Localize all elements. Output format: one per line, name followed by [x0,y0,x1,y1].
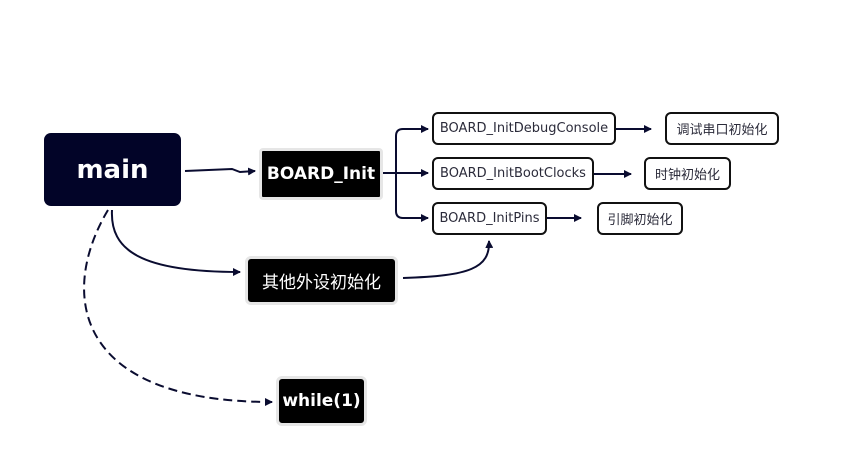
node-while-loop-label: while(1) [282,391,361,411]
node-init-pins-desc[interactable]: 引脚初始化 [597,202,683,235]
edge-main-to-other-init [110,209,241,276]
node-other-init[interactable]: 其他外设初始化 [245,256,398,305]
node-init-pins-desc-label: 引脚初始化 [607,213,673,228]
node-debug-console-desc[interactable]: 调试串口初始化 [665,112,779,145]
node-boot-clocks-desc-label: 时钟初始化 [654,168,720,183]
node-debug-console-label: BOARD_InitDebugConsole [439,121,609,136]
node-board-init-label: BOARD_Init [266,164,376,184]
edge-main-to-while [83,209,273,406]
node-while-loop[interactable]: while(1) [276,376,367,426]
node-boot-clocks-desc[interactable]: 时钟初始化 [644,157,731,190]
node-main[interactable]: main [44,133,181,206]
node-init-pins-label: BOARD_InitPins [439,211,540,226]
edge-board-to-debug-console [383,129,428,174]
node-init-pins[interactable]: BOARD_InitPins [432,202,547,235]
edge-main-to-board-init [184,167,256,176]
node-boot-clocks-label: BOARD_InitBootClocks [440,166,586,181]
edge-other-init-to-init-pins [402,240,494,279]
node-debug-console[interactable]: BOARD_InitDebugConsole [432,112,616,145]
node-boot-clocks[interactable]: BOARD_InitBootClocks [432,157,594,190]
node-other-init-label: 其他外设初始化 [262,273,381,293]
edge-board-to-init-pins [395,173,429,222]
node-debug-console-desc-label: 调试串口初始化 [676,123,768,138]
node-board-init[interactable]: BOARD_Init [259,148,383,200]
node-main-label: main [76,154,149,185]
